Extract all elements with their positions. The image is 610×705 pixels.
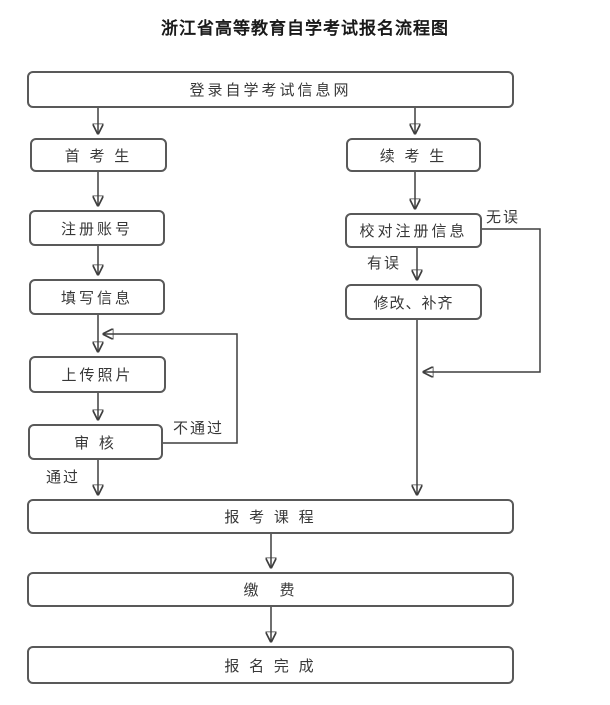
node-login: 登录自学考试信息网 bbox=[27, 71, 514, 108]
node-fill-information: 填写信息 bbox=[29, 279, 165, 315]
edge-review-notpassed-loop bbox=[104, 334, 238, 444]
edge-label-has-error: 有误 bbox=[367, 256, 402, 272]
node-upload-photo: 上传照片 bbox=[29, 356, 166, 393]
edge-label-no-error: 无误 bbox=[486, 210, 521, 226]
edge-label-not-passed: 不通过 bbox=[173, 421, 225, 437]
node-enroll-courses: 报 考 课 程 bbox=[27, 499, 514, 534]
edge-verify-noerror-loop bbox=[424, 228, 541, 372]
node-modify-complete: 修改、补齐 bbox=[345, 284, 482, 320]
node-register-account: 注册账号 bbox=[29, 210, 165, 246]
node-registration-done: 报 名 完 成 bbox=[27, 646, 514, 684]
node-review: 审 核 bbox=[28, 424, 163, 460]
node-pay-fee: 缴 费 bbox=[27, 572, 514, 607]
node-continuing-examinee: 续 考 生 bbox=[346, 138, 481, 172]
node-first-examinee: 首 考 生 bbox=[30, 138, 167, 172]
edge-label-passed: 通过 bbox=[46, 470, 81, 486]
page-title: 浙江省高等教育自学考试报名流程图 bbox=[161, 19, 449, 38]
node-verify-registration: 校对注册信息 bbox=[345, 213, 482, 248]
